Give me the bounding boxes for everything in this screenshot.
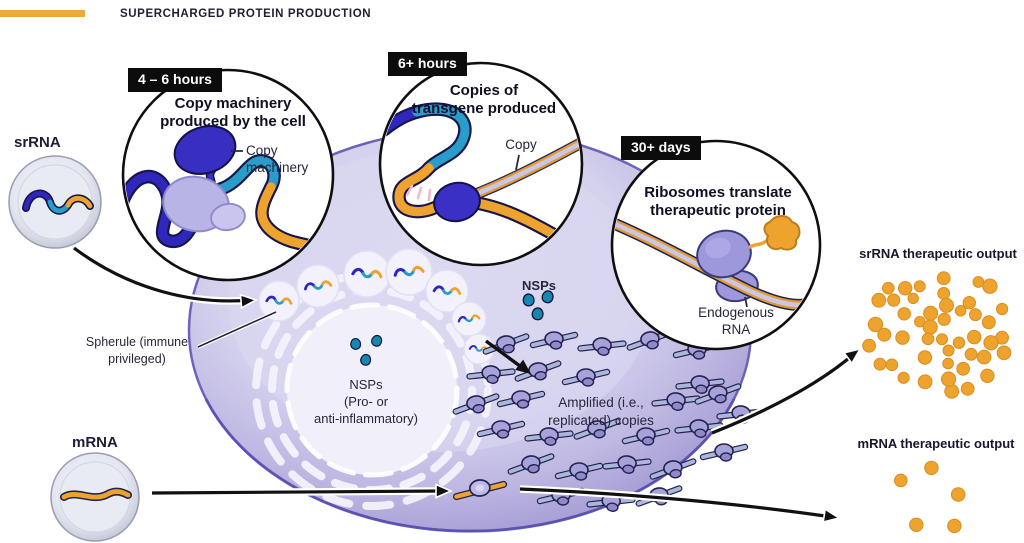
protein-dot <box>936 333 948 346</box>
spherule-buds <box>258 248 495 365</box>
protein-dot <box>954 305 967 317</box>
protein-dot <box>895 330 910 345</box>
protein-dot <box>996 345 1012 361</box>
flow-arrows <box>71 244 865 526</box>
vesicle-bud <box>451 301 487 337</box>
callout-3-annotation: Endogenous RNA <box>698 305 774 337</box>
protein-dot <box>983 335 999 351</box>
callout-circle-1 <box>121 68 335 282</box>
mrna-output-label: mRNA therapeutic output <box>857 436 1015 451</box>
protein-dot <box>964 347 978 361</box>
callout-2-annotation: Copy <box>505 137 537 152</box>
srrna-output-label: srRNA therapeutic output <box>859 246 1017 261</box>
protein-dot <box>936 271 951 286</box>
protein-dot <box>942 344 955 357</box>
endogenous-rna-pointer <box>744 296 748 308</box>
mrna-output-dots <box>894 460 966 534</box>
protein-dot <box>897 371 910 384</box>
amplified-copies-label: Amplified (i.e., replicated) copies <box>548 395 654 428</box>
mrna-input-label: mRNA <box>72 434 118 451</box>
protein-dot <box>923 305 939 321</box>
srrna-input-label: srRNA <box>14 134 61 151</box>
spherule <box>252 248 495 510</box>
title-accent-bar <box>0 10 85 17</box>
callout-3-title: Ribosomes translate therapeutic protein <box>644 184 792 219</box>
protein-dot <box>917 374 933 390</box>
protein-dot <box>907 292 919 305</box>
protein-dot <box>871 292 887 308</box>
replication-sparks <box>405 184 432 202</box>
callout-1-title: Copy machinery produced by the cell <box>160 95 306 130</box>
protein-dot <box>909 517 924 532</box>
protein-dot <box>976 349 992 365</box>
protein-dot <box>969 308 982 322</box>
protein-dot <box>898 281 913 296</box>
srrna-strand-cyan <box>216 156 279 194</box>
protein-dot <box>960 381 975 396</box>
cytoplasm-nsps-label: NSPs <box>522 278 556 293</box>
protein-dot <box>947 518 962 534</box>
callout-1-annotation: Copy machinery <box>246 143 309 175</box>
protein-dot <box>942 357 954 370</box>
protein-dot <box>882 281 895 295</box>
copy-machinery-blob <box>173 125 237 175</box>
vesicle-bud <box>296 264 340 308</box>
protein-dot <box>877 327 892 342</box>
protein-dot <box>887 293 901 307</box>
protein-dot <box>962 296 976 310</box>
copy-pointer-line <box>515 154 520 171</box>
protein-dot <box>941 371 957 387</box>
srrna-sphere <box>8 155 102 249</box>
protein-dot <box>956 361 971 376</box>
protein-dot <box>937 312 951 326</box>
protein-dot <box>937 287 951 300</box>
time-tag-1: 4 – 6 hours <box>128 68 222 92</box>
callout-2-title: Copies of transgene produced <box>411 82 557 117</box>
amplified-copy-icon <box>703 444 745 461</box>
protein-dot <box>950 487 966 502</box>
protein-dot <box>894 473 908 488</box>
mrna-sphere <box>50 452 140 542</box>
protein-dot <box>873 357 887 371</box>
protein-dot <box>917 350 933 365</box>
vesicle-bud <box>258 280 300 322</box>
protein-dot <box>996 302 1009 316</box>
vesicle-bud <box>385 248 433 296</box>
protein-dot <box>897 307 911 321</box>
time-tag-2: 6+ hours <box>388 52 467 76</box>
protein-dot <box>972 276 985 288</box>
callout-circle-2 <box>378 61 584 267</box>
replicase-blob <box>433 181 481 223</box>
spherule-nsps-label: NSPs (Pro- or anti-inflammatory) <box>313 377 419 426</box>
protein-dot <box>867 316 884 333</box>
callout-circle-3 <box>610 139 822 351</box>
protein-dot <box>913 280 926 293</box>
protein-dot <box>921 332 935 346</box>
protein-dot <box>862 338 876 353</box>
page-title: SUPERCHARGED PROTEIN PRODUCTION <box>120 8 372 20</box>
protein-dot <box>981 315 996 330</box>
protein-dot <box>980 368 995 383</box>
protein-dot <box>885 358 899 372</box>
mrna-ribosome-icon <box>452 479 508 501</box>
spherule-label: Spherule (immune privileged) <box>85 335 189 366</box>
therapeutic-protein-blob <box>763 215 801 251</box>
protein-dot <box>952 336 966 349</box>
protein-dot <box>967 329 982 345</box>
srrna-output-dots <box>862 271 1012 399</box>
spherule-lumen <box>287 305 457 475</box>
protein-dot <box>924 460 939 476</box>
protein-dot <box>922 319 938 335</box>
vesicle-bud <box>425 269 469 313</box>
protein-dot <box>939 297 954 313</box>
protein-dot <box>982 278 998 294</box>
vesicle-bud <box>343 250 391 298</box>
time-tag-3: 30+ days <box>621 136 701 160</box>
